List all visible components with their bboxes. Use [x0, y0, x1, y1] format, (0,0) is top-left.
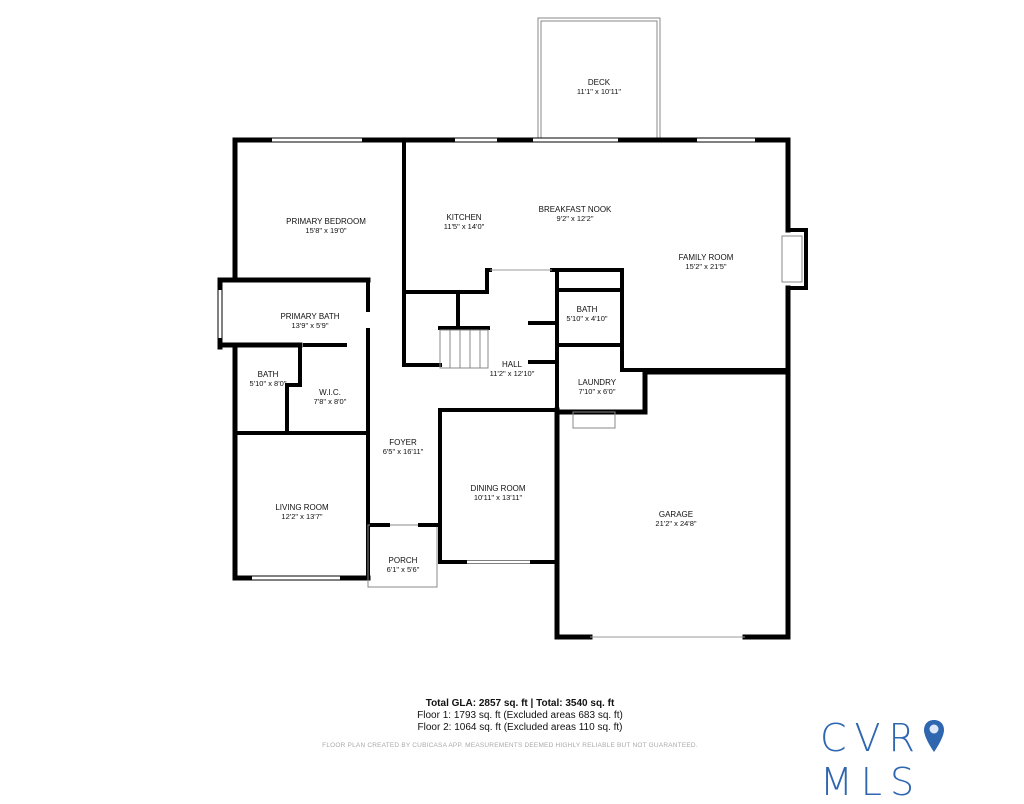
room-dim: 10'11" x 13'11"	[474, 493, 523, 502]
room-name: KITCHEN	[446, 213, 481, 222]
room-name: BATH	[258, 370, 279, 379]
room-dim: 7'8" x 8'0"	[314, 397, 347, 406]
room-dim: 6'5" x 16'11"	[383, 447, 424, 456]
room-name: PRIMARY BATH	[280, 312, 339, 321]
floor1-area: Floor 1: 1793 sq. ft (Excluded areas 683…	[417, 710, 623, 721]
room-name: PRIMARY BEDROOM	[286, 217, 366, 226]
room-dim: 5'10" x 4'10"	[566, 314, 607, 323]
map-pin-icon	[923, 718, 945, 752]
cvrmls-logo: CVRMLS	[820, 716, 1024, 804]
room-dim: 6'1" x 5'6"	[387, 565, 420, 574]
room-dim: 11'5" x 14'0"	[444, 222, 485, 231]
room-dim: 13'9" x 5'9"	[292, 321, 329, 330]
room-name: LIVING ROOM	[275, 503, 329, 512]
room-name: DINING ROOM	[470, 484, 525, 493]
room-name: BREAKFAST NOOK	[539, 205, 612, 214]
total-gla: Total GLA: 2857 sq. ft | Total: 3540 sq.…	[425, 698, 615, 709]
room-labels: DECK 11'1" x 10'11" PRIMARY BEDROOM 15'8…	[250, 78, 734, 574]
windows	[218, 138, 755, 638]
room-dim: 21'2" x 24'8"	[655, 519, 696, 528]
disclaimer: FLOOR PLAN CREATED BY CUBICASA APP. MEAS…	[322, 742, 698, 749]
floor-plan: DECK 11'1" x 10'11" PRIMARY BEDROOM 15'8…	[217, 17, 808, 640]
stairs	[439, 329, 489, 369]
room-name: FOYER	[389, 438, 417, 447]
floor2-area: Floor 2: 1064 sq. ft (Excluded areas 110…	[417, 722, 623, 733]
walls	[217, 137, 808, 640]
room-dim: 11'2" x 12'10"	[490, 369, 535, 378]
room-name: LAUNDRY	[578, 378, 617, 387]
area-totals: Total GLA: 2857 sq. ft | Total: 3540 sq.…	[300, 698, 740, 734]
room-name: DECK	[588, 78, 611, 87]
room-dim: 9'2" x 12'2"	[557, 214, 594, 223]
room-dim: 5'10" x 8'0"	[250, 379, 287, 388]
room-dim: 12'2" x 13'7"	[281, 512, 322, 521]
room-dim: 7'10" x 6'0"	[579, 387, 616, 396]
room-name: HALL	[502, 360, 523, 369]
room-dim: 15'8" x 19'0"	[305, 226, 346, 235]
room-name: BATH	[577, 305, 598, 314]
room-name: GARAGE	[659, 510, 693, 519]
room-name: W.I.C.	[319, 388, 341, 397]
room-name: PORCH	[389, 556, 418, 565]
room-name: FAMILY ROOM	[679, 253, 734, 262]
room-dim: 15'2" x 21'5"	[685, 262, 726, 271]
room-dim: 11'1" x 10'11"	[577, 87, 622, 96]
